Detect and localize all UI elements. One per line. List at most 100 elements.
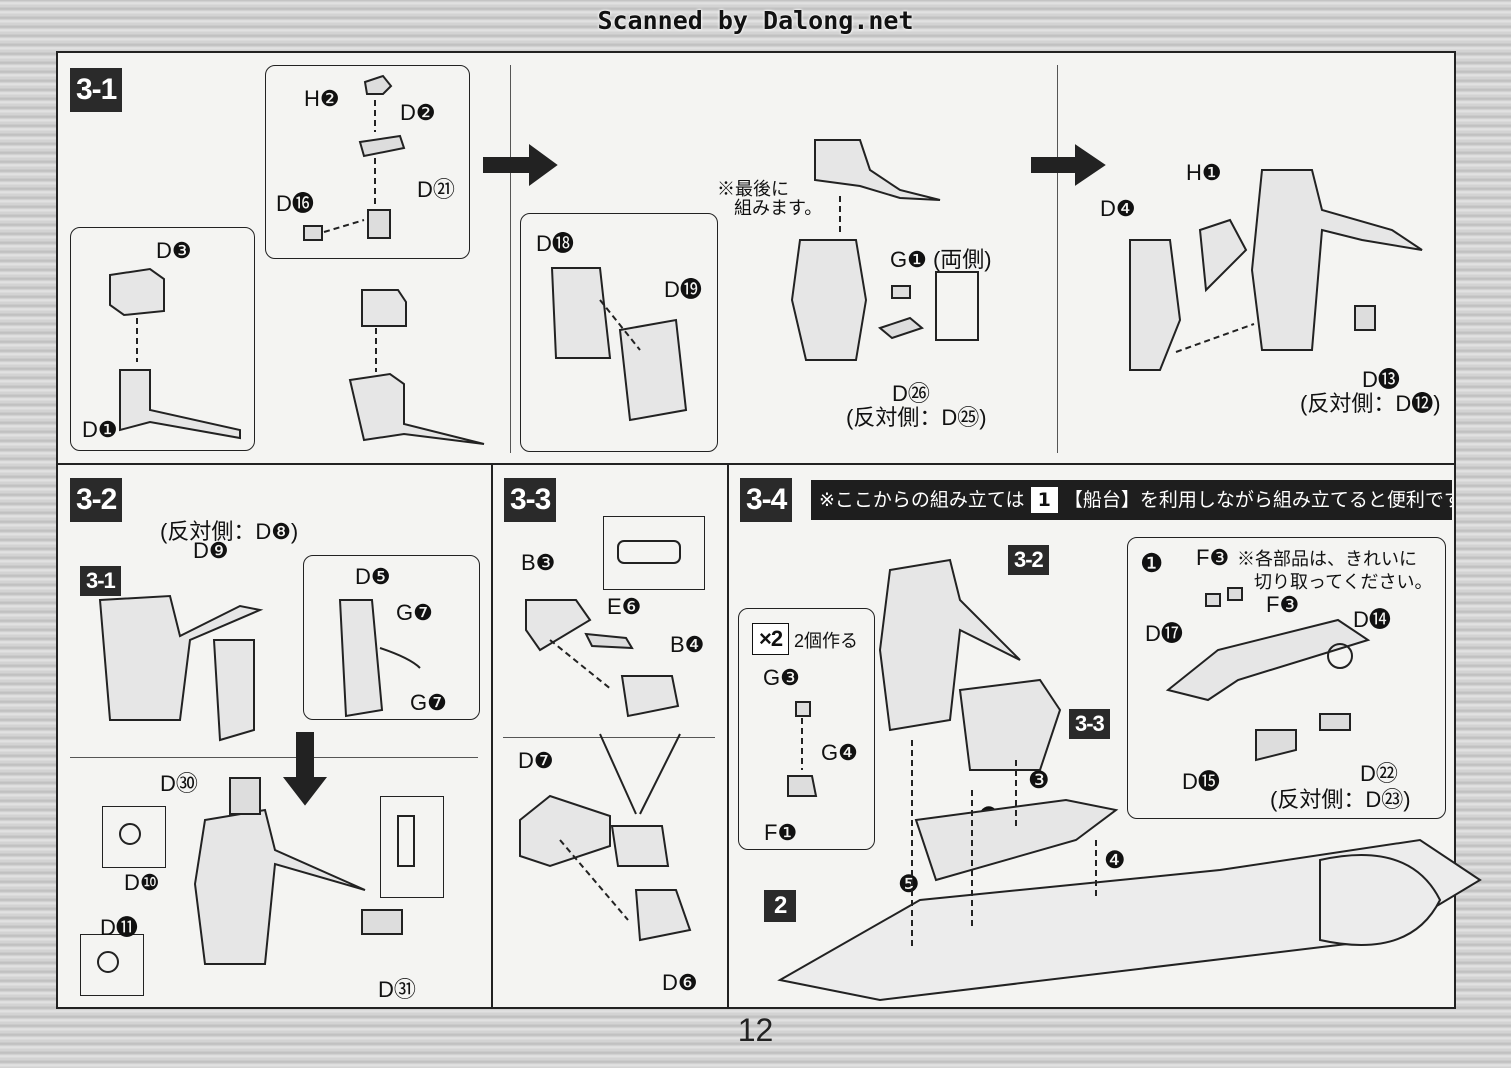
part-f3a [1205, 593, 1221, 607]
part-d13 [1354, 305, 1376, 331]
label-f3a: F❸ [1196, 545, 1230, 570]
note-suffix: 【船台】を利用しながら組み立てると便利です。 [1063, 489, 1452, 511]
sub-divider-3-2 [70, 757, 478, 758]
label-d30: D㉚ [160, 771, 198, 796]
part-e6 [584, 632, 634, 650]
label-d13: D⓭ [1362, 367, 1400, 392]
label-d26-alt: (反対側：D㉕) [846, 405, 987, 430]
label-d6: D❻ [662, 970, 698, 995]
part-tower-final [1250, 169, 1423, 351]
label-sub1: ❶ [1140, 548, 1164, 578]
part-tower-body [790, 239, 868, 361]
label-g3: G❸ [763, 665, 800, 690]
part-f3b [1227, 587, 1243, 601]
part-g1 [891, 285, 911, 299]
part-h2 [363, 74, 393, 95]
ref-3-3-badge: 3-3 [1069, 709, 1110, 739]
label-d2: D❷ [400, 100, 436, 125]
part-d21 [367, 209, 391, 239]
label-g7b: G❼ [410, 690, 447, 715]
part-d16 [303, 225, 323, 241]
part-d1-assembled [348, 372, 485, 445]
step-3-4-note: ※ここからの組み立ては 1 【船台】を利用しながら組み立てると便利です。 [811, 480, 1452, 520]
part-b3 [525, 599, 592, 652]
label-f3-note1: ※各部品は、きれいに [1237, 549, 1417, 569]
part-hull [777, 838, 1482, 1002]
sprue-detail [603, 516, 705, 590]
label-d13-alt: (反対側：D⓬) [1300, 391, 1441, 416]
callout-sub-1 [1127, 537, 1446, 819]
label-d5: D❺ [355, 564, 391, 589]
note-step-box: 1 [1030, 487, 1058, 513]
arrow-right-icon [1031, 144, 1106, 186]
label-d3: D❸ [156, 238, 192, 263]
part-hull-block [958, 678, 1062, 771]
label-d31: D㉛ [378, 977, 416, 1002]
label-n5: ❺ [898, 871, 920, 898]
label-d10: D❿ [124, 870, 160, 895]
part-d17-block [1165, 618, 1371, 702]
part-f1 [787, 775, 818, 797]
step-3-3-badge: 3-3 [504, 478, 557, 522]
label-f1: F❶ [764, 820, 798, 845]
part-d19 [618, 318, 688, 422]
label-note-last: ※最後に [717, 179, 789, 199]
col-divider-3-3 [727, 463, 729, 1009]
step-3-2-badge: 3-2 [70, 478, 123, 522]
label-make-two: 2個作る [794, 631, 859, 651]
ref-3-2-badge: 3-2 [1008, 545, 1049, 575]
label-b4: B❹ [670, 632, 705, 657]
note-prefix: ※ここからの組み立ては [819, 489, 1025, 511]
col-divider-3-1a [510, 65, 511, 453]
col-divider-3-2 [491, 463, 493, 1009]
part-engine [1319, 854, 1442, 946]
part-deck [914, 798, 1119, 882]
label-h2: H❷ [304, 86, 340, 111]
part-d31 [361, 909, 403, 935]
label-d21: D㉑ [417, 177, 455, 202]
label-g7a: G❼ [396, 600, 433, 625]
row-divider [58, 463, 1454, 465]
label-f3-note2: 切り取ってください。 [1254, 572, 1433, 592]
label-e6: E❻ [607, 594, 642, 619]
part-d15 [1255, 729, 1297, 762]
label-n4: ❹ [1104, 847, 1126, 874]
part-tower-3-2b [193, 808, 366, 965]
label-g1: G❶ (両側) [890, 247, 992, 272]
part-d26 [877, 316, 925, 340]
label-n3: ❸ [1028, 767, 1050, 794]
part-d3 [109, 267, 165, 317]
part-d31-detail [397, 815, 415, 867]
ref-2-badge: 2 [764, 890, 797, 922]
arrow-down-icon [282, 732, 328, 806]
part-g3 [795, 701, 811, 717]
part-b4 [620, 675, 680, 718]
part-d5 [338, 599, 384, 718]
callout-d31-detail [380, 796, 444, 898]
label-d14: D⓮ [1353, 607, 1391, 632]
step-3-4-badge: 3-4 [740, 478, 793, 522]
label-d22: D㉒ [1360, 761, 1398, 786]
callout-d5-g7 [303, 555, 480, 720]
part-tower-upper [814, 139, 941, 201]
part-d6 [634, 889, 692, 942]
part-tower-3-2 [98, 594, 264, 721]
part-g7 [379, 647, 421, 669]
label-d4: D❹ [1100, 196, 1136, 221]
label-opp-d8: (反対側：D❽) [160, 519, 299, 544]
part-g1-detail [935, 271, 979, 341]
step-3-1-badge: 3-1 [70, 68, 123, 112]
badge-x2: ×2 [752, 623, 790, 655]
callout-side-view [80, 934, 144, 996]
scan-watermark: Scanned by Dalong.net [597, 6, 914, 35]
part-d22 [1319, 713, 1351, 731]
part-tower-3-4 [878, 558, 1021, 732]
label-d1: D❶ [82, 417, 118, 442]
part-side-panel [212, 639, 255, 742]
label-note-last2: 組みます。 [734, 198, 823, 218]
label-d26: D㉖ [892, 381, 930, 406]
callout-d18-d19 [520, 213, 718, 452]
part-d1-base [119, 369, 241, 440]
label-d17: D⓱ [1145, 621, 1183, 646]
